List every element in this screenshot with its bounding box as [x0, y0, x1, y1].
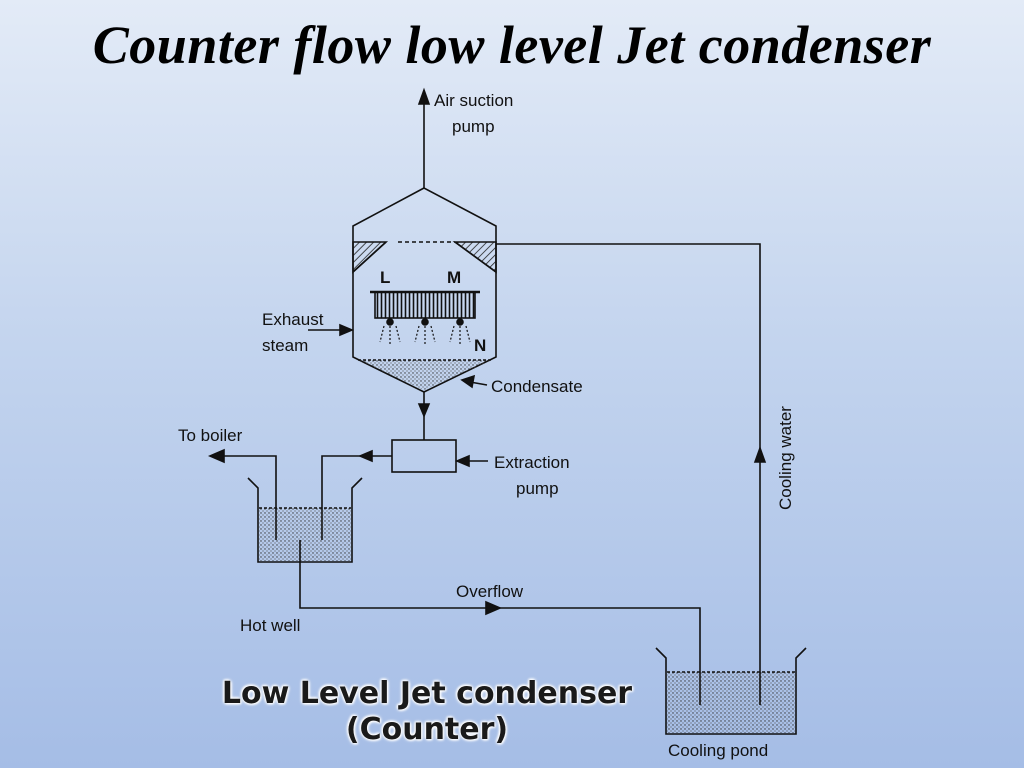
- spray-droplets: [379, 325, 471, 344]
- label-extraction-pump: pump: [516, 479, 559, 498]
- cooling-water-pipe: [496, 243, 761, 705]
- label-tray-N: N: [474, 336, 486, 355]
- label-overflow: Overflow: [456, 582, 524, 601]
- label-hot-well: Hot well: [240, 616, 300, 635]
- perforated-tray: [374, 291, 476, 319]
- diagram-caption: Low Level Jet condenser (Counter): [212, 676, 642, 748]
- cooling-pond-tank: [655, 647, 807, 735]
- air-suction-arrow: [417, 87, 431, 105]
- label-air-suction-pump: pump: [452, 117, 495, 136]
- label-air-suction: Air suction: [434, 91, 513, 110]
- label-exhaust: Exhaust: [262, 310, 324, 329]
- label-extraction: Extraction: [494, 453, 570, 472]
- label-tray-M: M: [447, 268, 461, 287]
- slide-title: Counter flow low level Jet condenser: [92, 15, 932, 75]
- spray-nozzles: [386, 318, 464, 326]
- label-tray-L: L: [380, 268, 390, 287]
- hot-well-tank: [247, 477, 363, 563]
- label-cooling-water: Cooling water: [776, 406, 795, 510]
- caption-line-1: Low Level Jet condenser: [221, 676, 633, 711]
- label-cooling-pond: Cooling pond: [668, 741, 768, 760]
- label-condensate: Condensate: [491, 377, 583, 396]
- condensate-pool: [358, 360, 492, 390]
- label-to-boiler: To boiler: [178, 426, 243, 445]
- extraction-pump: [391, 439, 457, 473]
- caption-line-2: (Counter): [345, 712, 509, 747]
- label-steam: steam: [262, 336, 308, 355]
